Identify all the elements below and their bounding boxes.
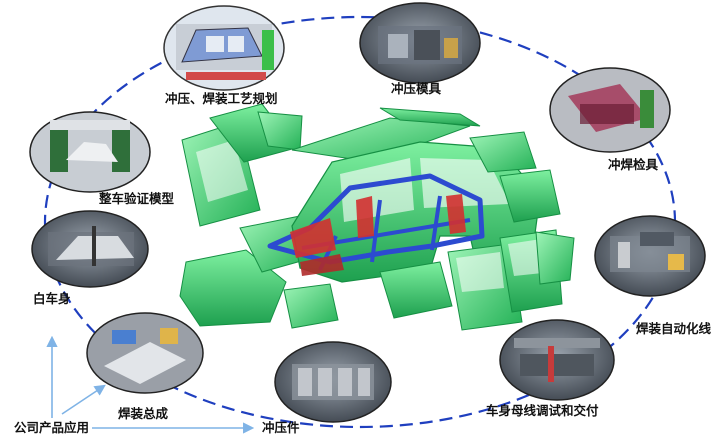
verification-model-photo: [29, 111, 151, 193]
stamping-parts-photo: [274, 341, 392, 423]
label-body-line: 车身母线调试和交付: [486, 403, 599, 418]
stamping-die-photo: [359, 2, 481, 84]
product-application-label: 公司产品应用: [14, 420, 90, 435]
label-process-plan: 冲压、焊装工艺规划: [165, 91, 278, 106]
label-automation-line: 焊装自动化线: [636, 321, 712, 336]
label-inspection-fixture: 冲焊检具: [608, 157, 659, 172]
welding-assembly-photo: [86, 312, 204, 394]
label-stamping-parts: 冲压件: [262, 420, 300, 435]
product-arrows: [46, 335, 255, 434]
label-stamping-die: 冲压模具: [391, 81, 442, 96]
body-line-photo: [499, 319, 615, 401]
label-welding-assembly: 焊装总成: [118, 406, 169, 421]
label-verification-model: 整车验证模型: [99, 191, 175, 206]
inspection-fixture-photo: [549, 67, 671, 153]
exploded-car-body: [179, 103, 575, 331]
label-body-in-white: 白车身: [33, 291, 71, 306]
body-in-white-photo: [31, 210, 149, 288]
automation-line-photo: [594, 215, 706, 297]
process-plan-photo: [163, 5, 285, 91]
